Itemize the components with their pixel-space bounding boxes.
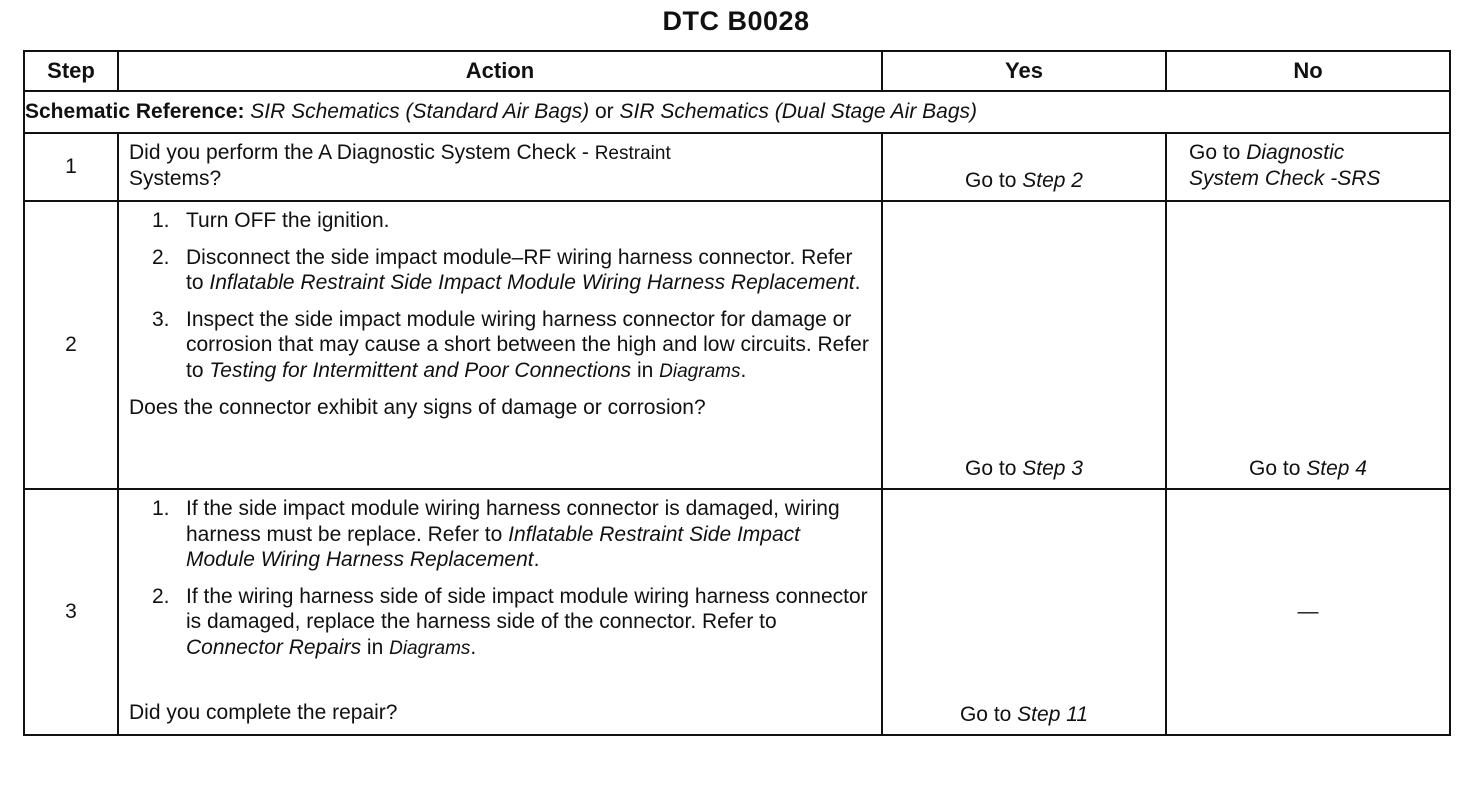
step-row-2: 2 1. Turn OFF the ignition. 2. Disconnect … <box>23 200 1451 490</box>
action-text-small: Restraint <box>594 143 671 164</box>
action-cell: Did you perform the A Diagnostic System … <box>117 132 883 202</box>
no-cell: — <box>1165 488 1451 736</box>
item-number: 2. <box>152 245 170 269</box>
header-yes: Yes <box>881 50 1167 92</box>
action-list: 1. If the side impact module wiring harne… <box>129 496 871 661</box>
header-step: Step <box>23 50 119 92</box>
item-reference-link[interactable]: Connector Repairs <box>186 636 362 660</box>
yes-prefix: Go to <box>959 703 1018 727</box>
yes-cell: Go to Step 3 <box>881 200 1167 490</box>
header-row: Step Action Yes No <box>23 50 1451 92</box>
no-link-system-check[interactable]: System Check -SRS <box>1189 166 1381 190</box>
action-list: 1. Turn OFF the ignition. 2. Disconnect th… <box>129 208 871 384</box>
item-tail: . <box>740 359 747 383</box>
question-text: Does the connector exhibit any signs of … <box>129 395 706 419</box>
step-row-1: 1 Did you perform the A Diagnostic Syste… <box>23 132 1451 202</box>
action-cell: 1. If the side impact module wiring harne… <box>117 488 883 736</box>
yes-cell: Go to Step 11 <box>881 488 1167 736</box>
list-item: 3. Inspect the side impact module wiring … <box>129 307 871 384</box>
no-cell: Go to Step 4 <box>1165 200 1451 490</box>
item-text: Turn OFF the ignition. <box>186 209 390 232</box>
schematic-reference-row: Schematic Reference: SIR Schematics (Sta… <box>23 90 1451 134</box>
item-reference-link[interactable]: Inflatable Restraint Side Impact Module … <box>209 271 855 295</box>
schematic-link-standard[interactable]: SIR Schematics (Standard Air Bags) <box>250 100 590 124</box>
step-number: 3 <box>23 488 119 736</box>
schematic-reference-cell: Schematic Reference: SIR Schematics (Sta… <box>23 90 1451 134</box>
action-cell: 1. Turn OFF the ignition. 2. Disconnect th… <box>117 200 883 490</box>
item-number: 3. <box>152 307 170 331</box>
yes-cell: Go to Step 2 <box>881 132 1167 202</box>
item-tail: . <box>854 271 861 295</box>
item-reference-link[interactable]: Testing for Intermittent and Poor Connec… <box>209 359 632 383</box>
step-number: 1 <box>23 132 119 202</box>
yes-step-link[interactable]: Step 2 <box>1022 169 1083 193</box>
list-item: 1. Turn OFF the ignition. <box>129 208 871 234</box>
schematic-reference-label: Schematic Reference: <box>25 100 245 124</box>
yes-step-link[interactable]: Step 3 <box>1022 457 1083 481</box>
action-text-cont: Systems? <box>129 166 222 190</box>
item-doc-link[interactable]: Diagrams <box>659 361 741 383</box>
item-number: 1. <box>152 497 170 520</box>
header-no: No <box>1165 50 1451 92</box>
item-doc-link[interactable]: Diagrams <box>389 638 471 660</box>
item-tail: . <box>533 548 540 572</box>
yes-prefix: Go to <box>965 169 1023 193</box>
diagnostic-table: Step Action Yes No Schematic Reference: … <box>23 50 1451 736</box>
spacer <box>129 672 871 698</box>
no-prefix: Go to <box>1189 141 1247 164</box>
yes-step-link[interactable]: Step 11 <box>1017 703 1089 727</box>
yes-prefix: Go to <box>965 457 1023 481</box>
item-number: 1. <box>152 209 170 232</box>
item-in: in <box>631 359 660 383</box>
item-text: If the wiring harness side of side impac… <box>186 584 868 634</box>
header-action: Action <box>117 50 883 92</box>
step-number: 2 <box>23 200 119 490</box>
no-link-diagnostic[interactable]: Diagnostic <box>1246 141 1345 164</box>
schematic-or-text: or <box>589 100 620 124</box>
action-text: Did you perform the A Diagnostic System … <box>129 141 595 164</box>
no-dash: — <box>1297 600 1319 624</box>
list-item: 1. If the side impact module wiring harne… <box>129 496 871 573</box>
item-in: in <box>361 636 390 660</box>
schematic-link-dual-stage[interactable]: SIR Schematics (Dual Stage Air Bags) <box>619 100 978 124</box>
item-tail: . <box>470 636 477 660</box>
document-title: DTC B0028 <box>662 6 810 36</box>
no-step-link[interactable]: Step 4 <box>1306 457 1367 481</box>
list-item: 2. Disconnect the side impact module–RF w… <box>129 245 871 296</box>
item-text: Disconnect the side impact module–RF wir… <box>186 245 853 295</box>
item-reference-link[interactable]: Inflatable Restraint Side Impact Module … <box>186 522 800 572</box>
item-text: Inspect the side impact module wiring ha… <box>186 307 869 383</box>
list-item: 2. If the wiring harness side of side imp… <box>129 584 871 661</box>
question-text: Did you complete the repair? <box>129 700 398 724</box>
item-number: 2. <box>152 584 170 608</box>
step-row-3: 3 1. If the side impact module wiring har… <box>23 488 1451 736</box>
item-text: If the side impact module wiring harness… <box>186 497 840 546</box>
no-prefix: Go to <box>1249 457 1307 481</box>
